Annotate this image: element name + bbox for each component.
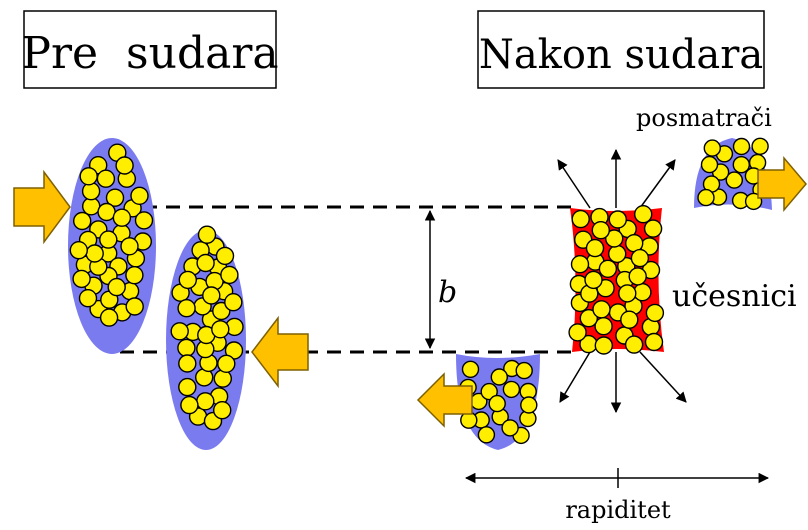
- spectator-arrow-left: [416, 372, 473, 428]
- nucleon: [197, 225, 217, 244]
- nucleon: [732, 155, 750, 174]
- incoming-arrow-right: [13, 169, 71, 245]
- nucleon: [196, 392, 215, 411]
- nucleon: [643, 219, 663, 238]
- nucleon: [170, 322, 189, 341]
- nucleon: [634, 204, 653, 224]
- title-before-box: Pre sudara: [21, 10, 279, 89]
- nucleon: [591, 220, 610, 240]
- nucleon: [630, 248, 650, 268]
- nucleon: [212, 401, 232, 420]
- nucleons-left: [69, 143, 154, 327]
- nucleon: [502, 380, 521, 399]
- nucleon: [697, 188, 715, 207]
- nucleon: [85, 244, 104, 263]
- nucleon: [79, 167, 98, 186]
- nucleon: [112, 208, 132, 227]
- nucleon: [501, 419, 519, 437]
- rapidity-label: rapiditet: [565, 496, 671, 524]
- nucleon: [134, 211, 154, 230]
- nucleon: [644, 332, 664, 352]
- nucleon: [618, 284, 637, 303]
- nucleon: [115, 156, 134, 175]
- nucleon: [178, 377, 197, 397]
- nucleon: [624, 335, 644, 354]
- nucleon: [571, 209, 590, 229]
- title-after-box: Nakon sudara: [477, 10, 765, 89]
- nucleon: [461, 360, 480, 378]
- nucleon: [608, 244, 627, 264]
- nucleon: [515, 361, 533, 380]
- nucleon: [202, 286, 221, 305]
- nucleon: [620, 310, 639, 329]
- nucleon: [215, 246, 235, 266]
- spectator-nucleons-left: [459, 359, 538, 445]
- nucleon: [125, 266, 144, 285]
- nucleon: [579, 309, 598, 328]
- title-after: Nakon sudara: [479, 32, 763, 78]
- fireball-rays: [557, 148, 687, 414]
- nucleon: [120, 237, 139, 256]
- nucleon: [211, 320, 230, 339]
- nucleon: [99, 308, 119, 327]
- nucleon: [105, 188, 125, 207]
- spectator-arrow-right: [757, 155, 807, 213]
- nucleon: [703, 139, 721, 157]
- nucleon: [594, 336, 613, 355]
- incoming-arrow-left: [251, 315, 309, 389]
- nucleon: [224, 293, 243, 312]
- nucleon: [125, 297, 144, 316]
- nucleon: [178, 270, 198, 290]
- nucleon: [608, 210, 627, 229]
- nucleon: [196, 253, 215, 273]
- nucleon: [99, 230, 118, 249]
- title-before: Pre sudara: [21, 28, 278, 79]
- nucleon: [81, 181, 101, 201]
- nucleon: [97, 202, 116, 222]
- nucleon: [570, 255, 590, 274]
- nucleon: [178, 354, 197, 373]
- nucleons-right: [170, 225, 244, 431]
- nucleon: [700, 155, 719, 174]
- nucleon: [585, 238, 605, 258]
- nucleon: [177, 299, 196, 318]
- participant-nucleons: [568, 204, 665, 355]
- nucleon: [490, 368, 508, 386]
- nucleon: [605, 229, 624, 248]
- nucleon: [107, 277, 126, 297]
- nucleon: [220, 265, 239, 285]
- nucleon: [645, 303, 665, 323]
- nucleon: [130, 186, 149, 206]
- impact-parameter-label: b: [438, 275, 457, 310]
- nucleon: [78, 289, 98, 308]
- nucleon: [69, 240, 89, 260]
- nucleon: [725, 171, 743, 189]
- nucleon: [72, 211, 92, 231]
- nucleon: [96, 169, 116, 188]
- nucleon: [732, 137, 751, 156]
- nucleon: [628, 267, 647, 286]
- nucleon: [217, 354, 236, 373]
- nucleon: [488, 394, 506, 413]
- nucleon: [598, 259, 618, 278]
- nucleon: [592, 300, 611, 319]
- nucleon: [72, 269, 91, 289]
- participants-label: učesnici: [672, 279, 797, 314]
- nucleon: [751, 137, 769, 156]
- nucleon: [477, 426, 496, 444]
- nucleon: [520, 396, 538, 414]
- nucleon: [180, 395, 199, 415]
- nucleon: [568, 323, 587, 342]
- nucleon: [584, 270, 603, 290]
- nucleon: [480, 382, 498, 401]
- spectators-label: posmatrači: [636, 104, 772, 132]
- nucleon: [633, 283, 652, 302]
- nucleon: [177, 338, 196, 358]
